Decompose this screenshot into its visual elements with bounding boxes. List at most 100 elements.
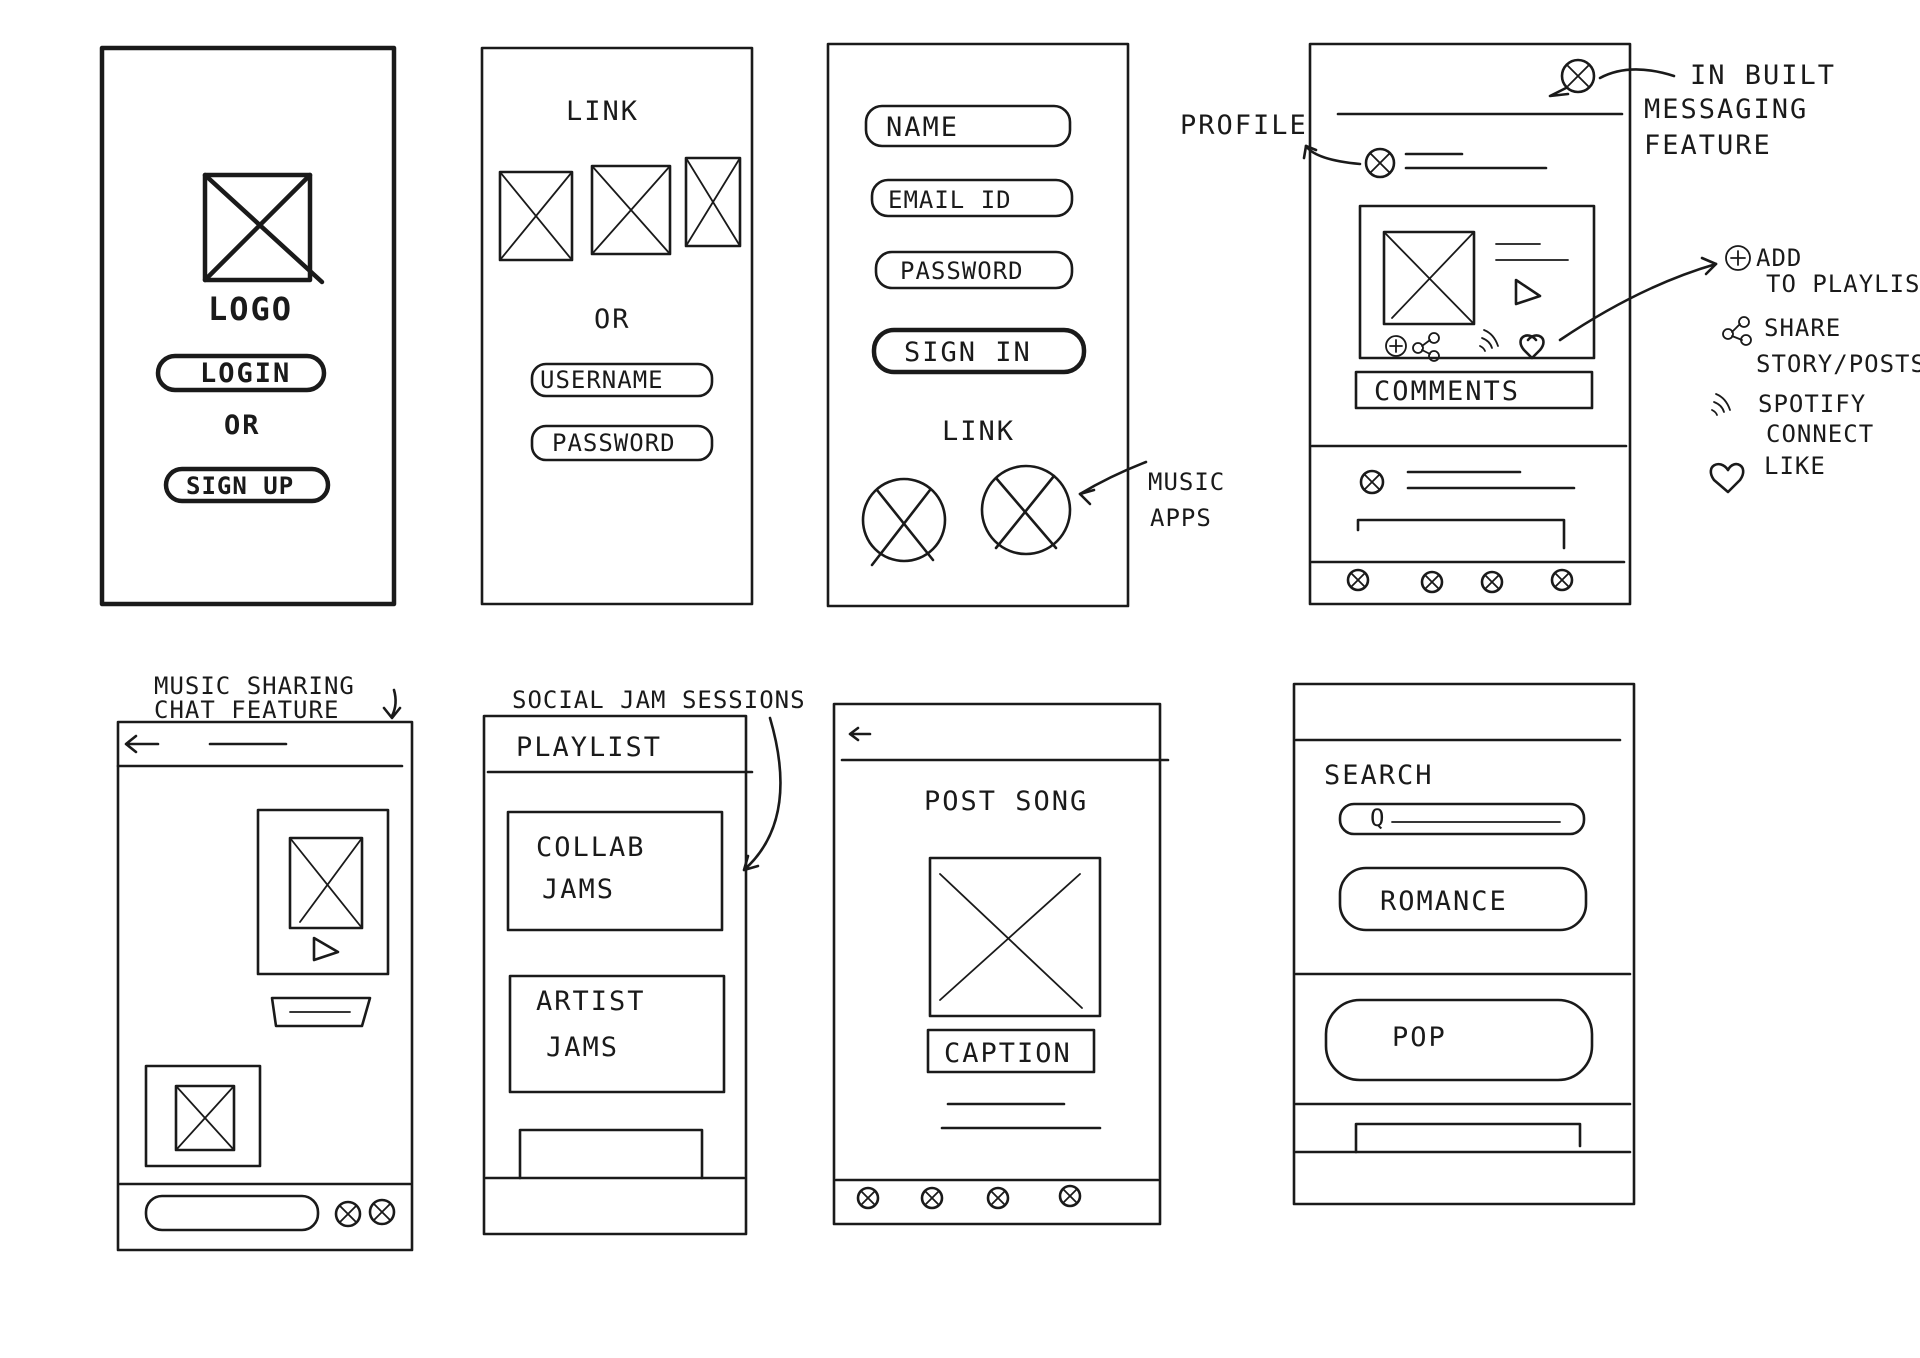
attach-icon[interactable]	[334, 1200, 362, 1228]
messaging-icon[interactable]	[1548, 58, 1596, 98]
nav-icon-search[interactable]	[920, 1186, 944, 1210]
play-icon[interactable]	[1514, 278, 1542, 306]
legend-heart-icon	[1709, 462, 1745, 494]
linked-app-placeholder-1[interactable]	[498, 170, 574, 262]
music-apps-annotation-2: APPS	[1150, 504, 1212, 532]
phone-frame	[1308, 42, 1632, 606]
romance-genre-button[interactable]: ROMANCE	[1338, 866, 1588, 932]
messaging-annotation-line3: FEATURE	[1644, 130, 1772, 161]
search-input[interactable]: Q	[1338, 802, 1586, 836]
signup-button-label: SIGN UP	[186, 472, 294, 500]
nav-icon-profile[interactable]	[1058, 1184, 1082, 1208]
phone-frame	[480, 46, 754, 606]
pop-genre-button[interactable]: POP	[1324, 998, 1594, 1082]
nav-icon-search[interactable]	[1420, 570, 1444, 594]
comment-input[interactable]	[1356, 518, 1566, 550]
spotify-connect-icon[interactable]	[1479, 329, 1499, 352]
legend-share-icon	[1722, 316, 1752, 346]
music-app-icon-2[interactable]	[980, 464, 1072, 556]
search-title: SEARCH	[1324, 760, 1434, 791]
phone-frame	[832, 702, 1162, 1226]
password-field-label: PASSWORD	[900, 257, 1024, 285]
shared-song-placeholder	[288, 836, 364, 930]
caption-field-label: CAPTION	[944, 1038, 1072, 1069]
logo-image-placeholder	[202, 172, 325, 285]
heart-icon[interactable]	[1519, 334, 1545, 360]
name-field-label: NAME	[886, 112, 959, 143]
nav-icon-post[interactable]	[986, 1186, 1010, 1210]
phone-frame	[99, 45, 397, 607]
song-image-placeholder[interactable]	[928, 856, 1102, 1018]
link-label: LINK	[942, 416, 1015, 447]
artist-jams-label-1: ARTIST	[536, 986, 646, 1017]
playlist-card-partial[interactable]	[518, 1128, 704, 1180]
share-annotation-1: SHARE	[1764, 314, 1841, 342]
email-field[interactable]: EMAIL ID	[870, 178, 1074, 218]
screen-chat: MUSIC SHARING CHAT FEATURE	[116, 672, 414, 1252]
nav-icon-home[interactable]	[856, 1186, 880, 1210]
artist-jams-label-2: JAMS	[546, 1032, 619, 1063]
linked-app-placeholder-2[interactable]	[590, 164, 672, 256]
spotify-annotation-2: CONNECT	[1766, 420, 1874, 448]
screen-login: LINK OR USERNAME PASSWORD	[480, 46, 754, 606]
post-song-title: POST SONG	[924, 786, 1088, 817]
music-sharing-annotation-1: MUSIC SHARING	[154, 672, 355, 700]
messaging-annotation-line2: MESSAGING	[1644, 94, 1808, 125]
comments-box[interactable]: COMMENTS	[1354, 370, 1594, 410]
screen-signup: NAME EMAIL ID PASSWORD SIGN IN LINK	[826, 42, 1148, 608]
comments-label: COMMENTS	[1374, 376, 1520, 407]
share-icon[interactable]	[1412, 332, 1440, 362]
send-icon[interactable]	[368, 1198, 396, 1226]
signin-button[interactable]: SIGN IN	[871, 327, 1087, 375]
messaging-annotation-line1: IN BUILT	[1690, 60, 1836, 91]
login-button[interactable]: LOGIN	[155, 353, 327, 393]
received-song-bubble[interactable]	[144, 1064, 262, 1168]
share-annotation-2: STORY/POSTS	[1756, 350, 1920, 378]
back-arrow-icon[interactable]	[848, 726, 872, 742]
screen-feed: COMMENTS	[1308, 42, 1632, 606]
genre-card-partial[interactable]	[1354, 1122, 1582, 1154]
collab-jams-card[interactable]: COLLAB JAMS	[506, 810, 724, 932]
music-app-icon-1[interactable]	[861, 477, 947, 567]
add-to-playlist-icon[interactable]	[1385, 335, 1407, 357]
phone-frame	[826, 42, 1130, 608]
shared-song-bubble[interactable]	[256, 808, 390, 976]
artist-jams-card[interactable]: ARTIST JAMS	[508, 974, 726, 1094]
linked-app-placeholder-3[interactable]	[684, 156, 742, 248]
name-field[interactable]: NAME	[864, 104, 1072, 148]
collab-jams-label-2: JAMS	[542, 874, 615, 905]
chat-input[interactable]	[144, 1194, 320, 1232]
music-sharing-annotation-2: CHAT FEATURE	[154, 696, 339, 724]
legend-spotify-icon	[1711, 393, 1731, 416]
username-field[interactable]: USERNAME	[530, 362, 714, 398]
like-annotation: LIKE	[1764, 452, 1826, 480]
caption-field[interactable]: CAPTION	[926, 1028, 1096, 1074]
username-field-label: USERNAME	[540, 366, 664, 394]
back-arrow-icon[interactable]	[124, 734, 160, 754]
screen-welcome: LOGO LOGIN OR SIGN UP	[99, 45, 397, 607]
email-field-label: EMAIL ID	[888, 186, 1012, 214]
romance-label: ROMANCE	[1380, 886, 1508, 917]
play-icon[interactable]	[312, 936, 340, 962]
nav-icon-post[interactable]	[1480, 570, 1504, 594]
screen-search: SEARCH Q ROMANCE POP	[1292, 682, 1636, 1206]
password-field[interactable]: PASSWORD	[874, 250, 1074, 290]
bottom-nav	[856, 1184, 1082, 1210]
received-song-placeholder	[174, 1084, 236, 1152]
or-label: OR	[224, 410, 261, 441]
password-field-label: PASSWORD	[552, 429, 676, 457]
password-field[interactable]: PASSWORD	[530, 424, 714, 462]
link-label: LINK	[566, 96, 639, 127]
screen-post-song: POST SONG CAPTION	[832, 702, 1170, 1226]
signup-button[interactable]: SIGN UP	[163, 466, 331, 504]
nav-icon-home[interactable]	[1346, 568, 1370, 592]
profile-avatar[interactable]	[1364, 147, 1396, 179]
legend-plus-icon	[1725, 245, 1751, 271]
phone-frame	[1292, 682, 1636, 1206]
messaging-arrow	[1598, 68, 1676, 80]
message-bubble	[270, 996, 372, 1028]
signin-button-label: SIGN IN	[904, 337, 1032, 368]
nav-icon-profile[interactable]	[1550, 568, 1574, 592]
phone-frame	[482, 714, 748, 1236]
